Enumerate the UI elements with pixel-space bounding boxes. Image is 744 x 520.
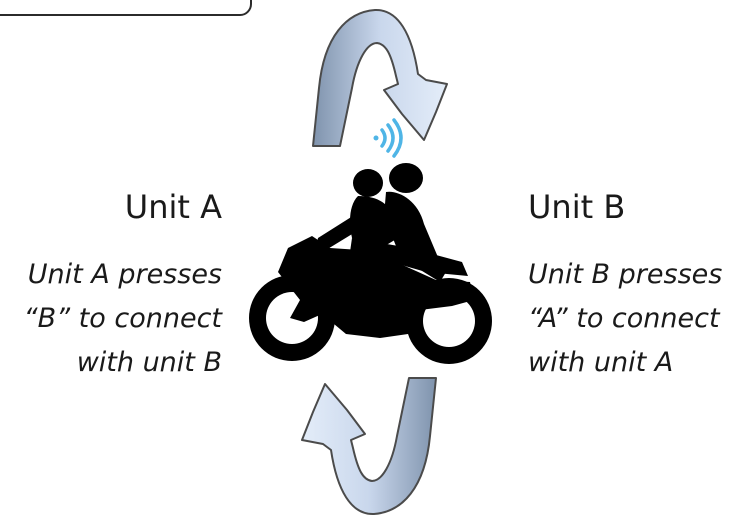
unit-a-line: Unit A presses (27, 259, 222, 290)
motorcycle-riders-icon (249, 163, 492, 364)
unit-a-title: Unit A (124, 188, 222, 226)
unit-a-line: “B” to connect (23, 303, 222, 334)
cycle-arrow-top-icon (312, 8, 448, 147)
wireless-signal-icon (373, 118, 403, 158)
unit-a-description: Unit A presses “B” to connect with unit … (24, 253, 222, 385)
cycle-arrow-bottom-icon (301, 377, 437, 516)
unit-b-title: Unit B (528, 188, 626, 226)
frame-corner (0, 0, 252, 16)
unit-b-line: Unit B presses (528, 259, 723, 290)
unit-b-line: “A” to connect (528, 303, 720, 334)
unit-a-line: with unit B (76, 347, 222, 378)
unit-b-line: with unit A (528, 347, 674, 378)
unit-b-description: Unit B presses “A” to connect with unit … (528, 253, 722, 385)
